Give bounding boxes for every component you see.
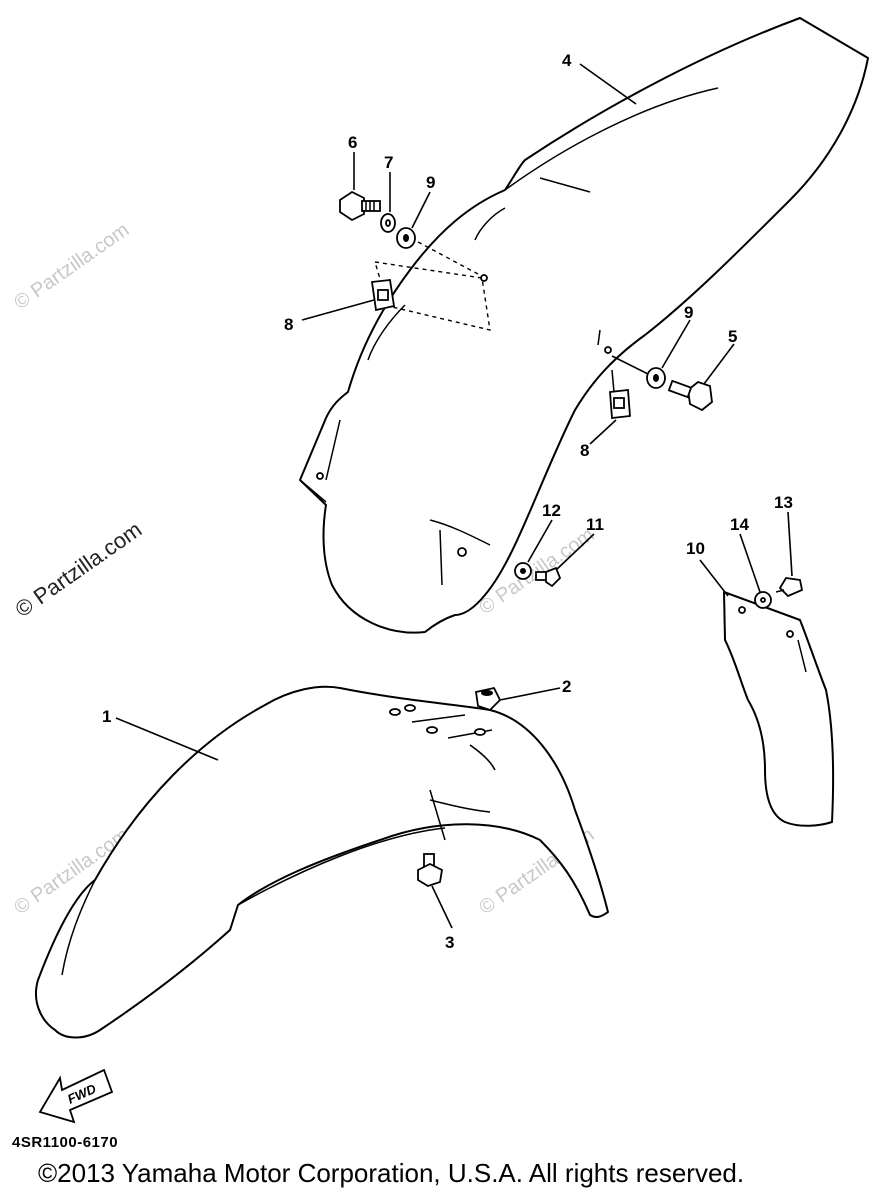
collar-9-upper — [396, 227, 416, 249]
watermark: © Partzilla.com — [11, 517, 147, 623]
nut-2 — [474, 686, 502, 712]
leader-lines — [115, 63, 793, 929]
callout-9: 9 — [684, 303, 693, 322]
washer-7-hole — [385, 219, 391, 227]
watermark: © Partzilla.com — [10, 219, 133, 314]
callout-3: 3 — [445, 933, 454, 952]
callout-9: 9 — [426, 173, 435, 192]
screw-13 — [775, 577, 804, 598]
washer-14-hole — [760, 597, 766, 603]
bolt-5 — [667, 379, 713, 412]
bolt-axis-line — [417, 241, 479, 275]
bolt-3 — [417, 853, 443, 887]
callout-6: 6 — [348, 133, 357, 152]
front-fender — [35, 685, 609, 1039]
clip-8-lower — [609, 389, 631, 419]
forward-arrow-icon: FWD — [38, 1068, 114, 1124]
callout-13: 13 — [774, 493, 793, 512]
bolt-6 — [339, 190, 381, 222]
callout-8: 8 — [580, 441, 589, 460]
callout-10: 10 — [686, 539, 705, 558]
callout-11: 11 — [586, 515, 604, 534]
callout-8: 8 — [284, 315, 293, 334]
callout-7: 7 — [384, 153, 393, 172]
callout-5: 5 — [728, 327, 737, 346]
clip-8-upper — [370, 279, 396, 312]
callout-4: 4 — [562, 51, 572, 70]
callout-14: 14 — [730, 515, 749, 534]
bolt-axis-line-lower — [611, 355, 649, 375]
callout-labels: 4 6 7 9 8 9 5 8 12 11 13 14 10 2 1 3 — [102, 51, 793, 952]
callout-1: 1 — [102, 707, 111, 726]
collar-9-lower — [646, 367, 666, 389]
copyright-notice: ©2013 Yamaha Motor Corporation, U.S.A. A… — [38, 1158, 745, 1188]
callout-2: 2 — [562, 677, 571, 696]
callout-12: 12 — [542, 501, 561, 520]
rear-fender — [299, 17, 869, 634]
diagram-code: 4SR1100-6170 — [12, 1134, 119, 1151]
mud-flap — [723, 591, 835, 827]
washer-12 — [514, 562, 532, 580]
bolt-11 — [535, 566, 562, 588]
